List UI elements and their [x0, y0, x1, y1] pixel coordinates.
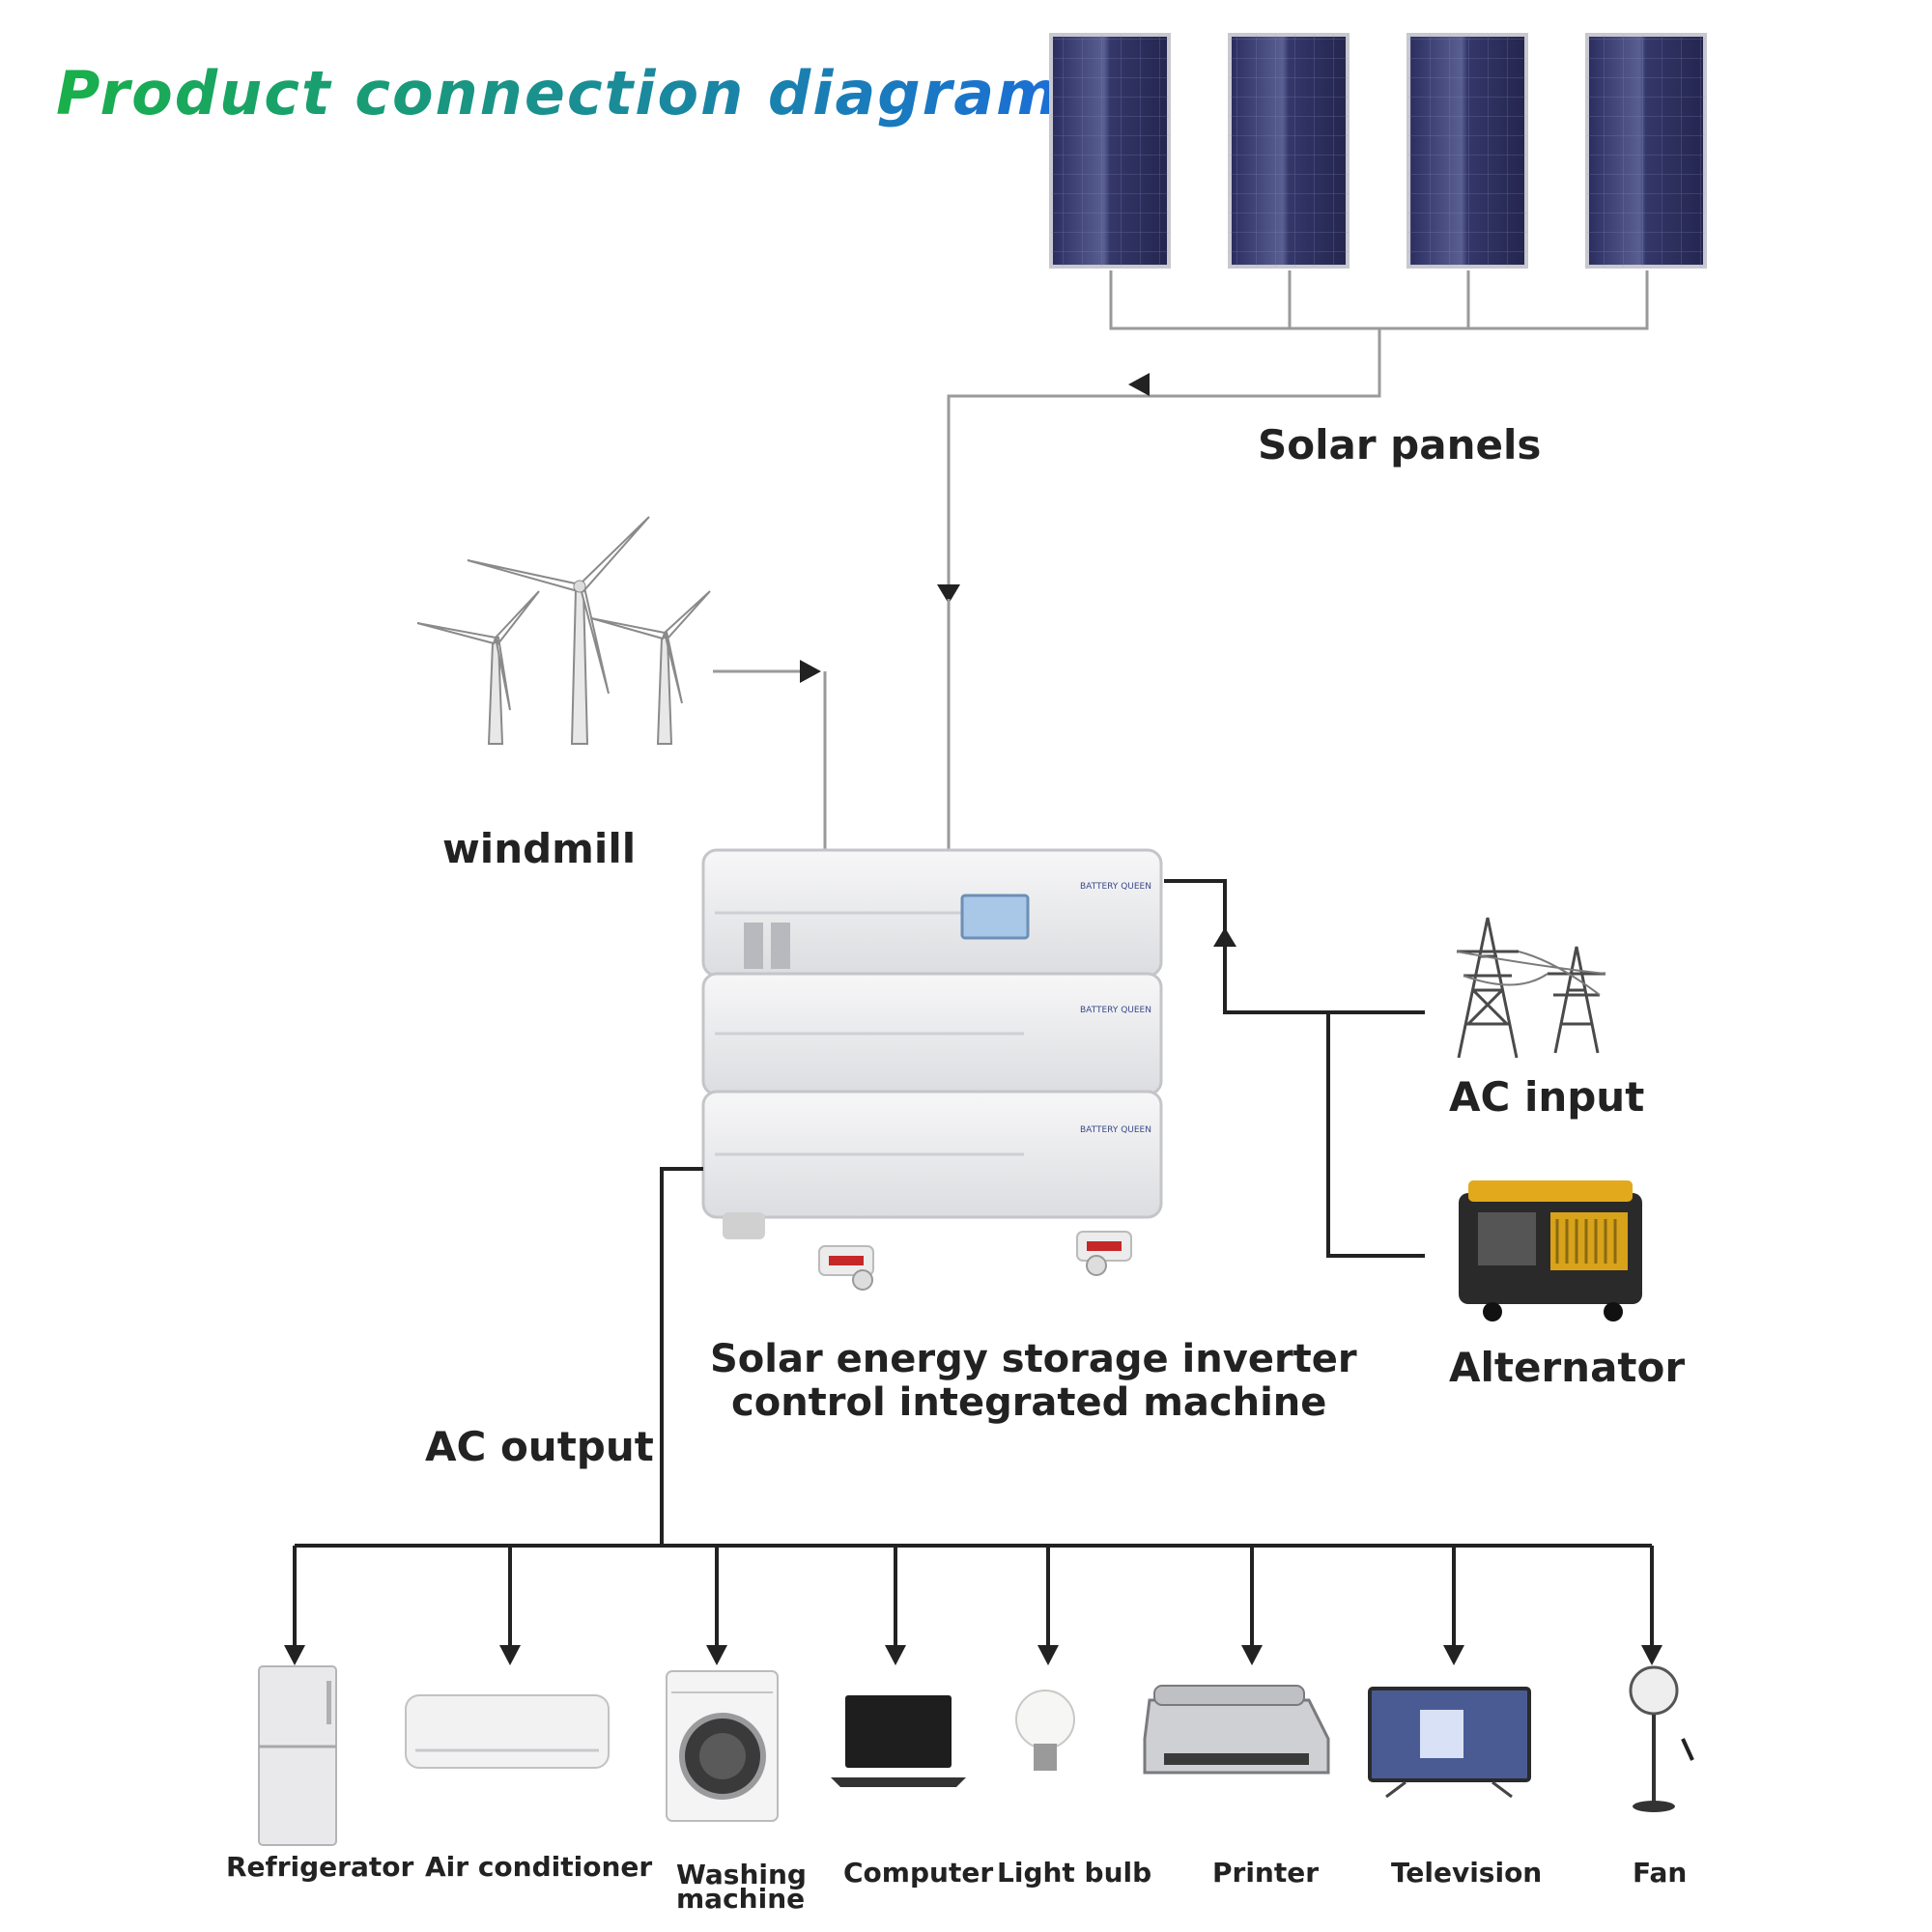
refrigerator-icon	[259, 1666, 336, 1845]
washing-machine-icon	[667, 1671, 778, 1821]
diagram-title: Product connection diagram	[56, 58, 1061, 128]
arrow-down-icon	[885, 1645, 906, 1665]
alternator-label: Alternator	[1449, 1344, 1685, 1391]
television-icon	[1370, 1689, 1529, 1797]
solar-panel-icon	[1408, 35, 1526, 267]
appliance-label: Computer	[843, 1857, 993, 1889]
light-bulb-icon	[1016, 1690, 1074, 1771]
laptop-icon	[831, 1695, 966, 1787]
brand-logo: BATTERY QUEEN	[1080, 882, 1151, 892]
ac-input-arrow-icon	[1213, 927, 1236, 947]
windmill-label: windmill	[442, 825, 636, 872]
inverter-machine-icon: BATTERY QUEEN BATTERY QUEEN BATTERY QUEE…	[703, 850, 1161, 1290]
arrow-down-icon	[1443, 1645, 1464, 1665]
appliance-label: Television	[1391, 1857, 1542, 1889]
appliance-label: Air conditioner	[425, 1851, 652, 1883]
generator-icon	[1459, 1180, 1642, 1321]
ac-input-wiring	[1164, 881, 1425, 1256]
appliance-label: Refrigerator	[226, 1851, 413, 1883]
appliance-label: Light bulb	[997, 1857, 1151, 1889]
machine-label-line2: control integrated machine	[731, 1380, 1326, 1425]
solar-panel-icon	[1587, 35, 1705, 267]
windmill-feed-line	[713, 671, 825, 850]
ac-input-label: AC input	[1449, 1073, 1644, 1121]
appliance-label: Fan	[1633, 1857, 1687, 1889]
machine-label-line1: Solar energy storage inverter	[710, 1337, 1357, 1381]
arrow-down-icon	[1641, 1645, 1662, 1665]
arrow-down-icon	[1037, 1645, 1059, 1665]
windmill-arrow-icon	[800, 660, 821, 683]
printer-icon	[1145, 1686, 1328, 1773]
control-screen	[962, 895, 1028, 938]
power-pylon-icon	[1457, 918, 1605, 1058]
ac-output-label: AC output	[425, 1423, 654, 1470]
solar-panel-icon	[1051, 35, 1169, 267]
output-arrowheads	[284, 1645, 1662, 1665]
arrow-down-icon	[499, 1645, 521, 1665]
arrow-down-icon	[706, 1645, 727, 1665]
solar-panel-icon	[1230, 35, 1348, 267]
solar-arrow-icon	[1128, 373, 1150, 396]
brand-logo: BATTERY QUEEN	[1080, 1006, 1151, 1015]
air-conditioner-icon	[406, 1695, 609, 1768]
arrow-down-icon	[1241, 1645, 1263, 1665]
appliance-label: machine	[676, 1883, 805, 1915]
brand-logo: BATTERY QUEEN	[1080, 1125, 1151, 1135]
solar-panels-label: Solar panels	[1258, 421, 1541, 469]
fan-icon	[1631, 1667, 1692, 1812]
arrow-down-icon	[284, 1645, 305, 1665]
wind-turbine-icon	[417, 517, 710, 744]
appliance-label: Printer	[1212, 1857, 1319, 1889]
